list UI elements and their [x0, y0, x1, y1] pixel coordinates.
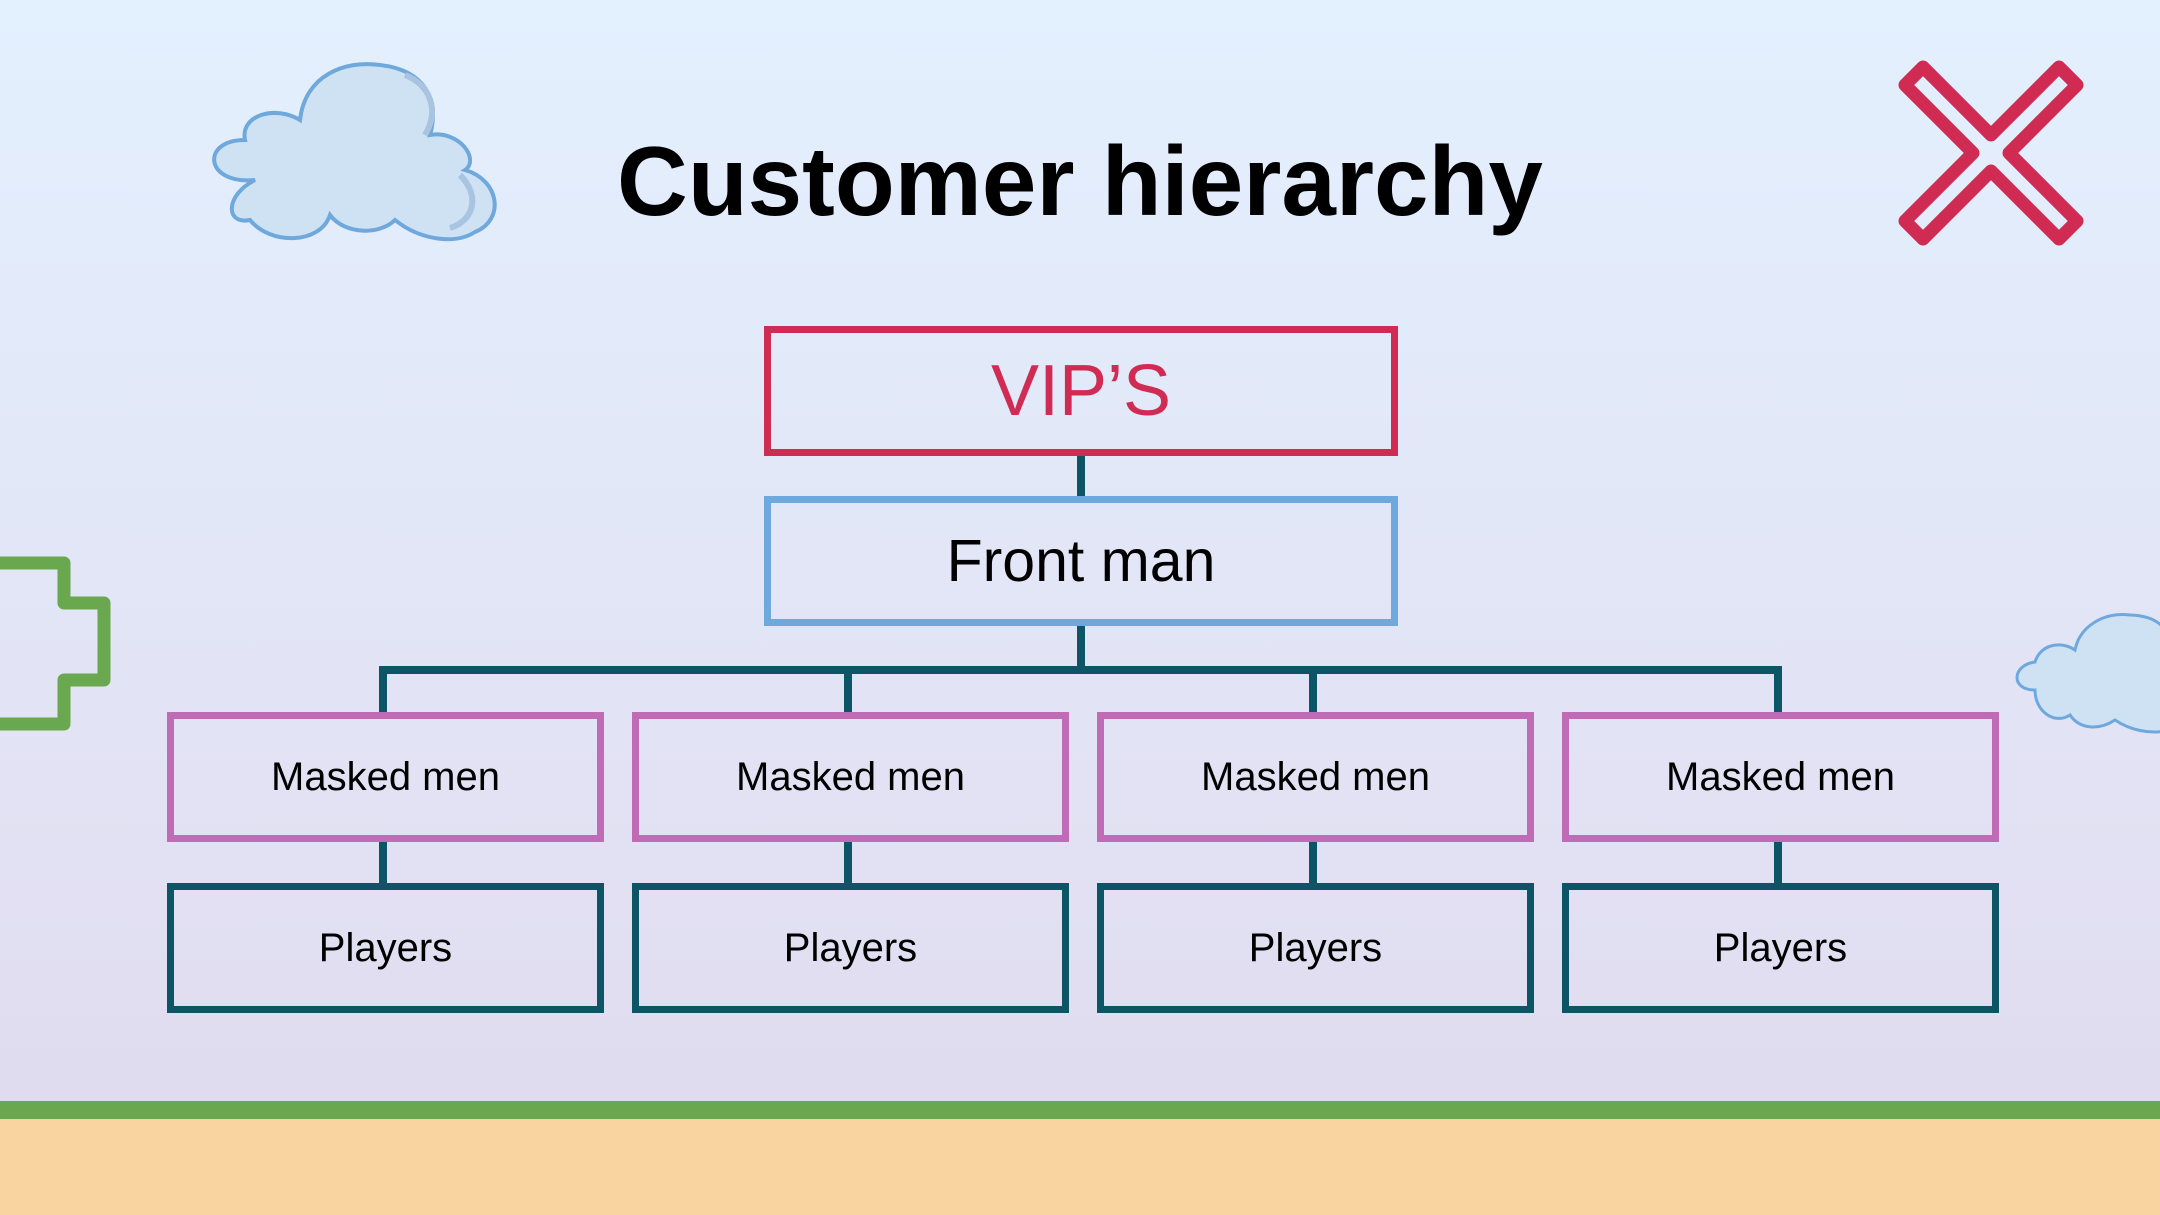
node-masked-men: Masked men — [167, 712, 604, 842]
node-front-man: Front man — [764, 496, 1398, 626]
ground-strip — [0, 1119, 2160, 1215]
page-title: Customer hierarchy — [617, 126, 1543, 236]
node-masked-men: Masked men — [632, 712, 1069, 842]
node-masked-men: Masked men — [1562, 712, 1999, 842]
grass-strip — [0, 1101, 2160, 1119]
node-players: Players — [1097, 883, 1534, 1013]
node-masked-men: Masked men — [1097, 712, 1534, 842]
node-players: Players — [632, 883, 1069, 1013]
node-players: Players — [167, 883, 604, 1013]
node-vips: VIP’S — [764, 326, 1398, 456]
node-players: Players — [1562, 883, 1999, 1013]
